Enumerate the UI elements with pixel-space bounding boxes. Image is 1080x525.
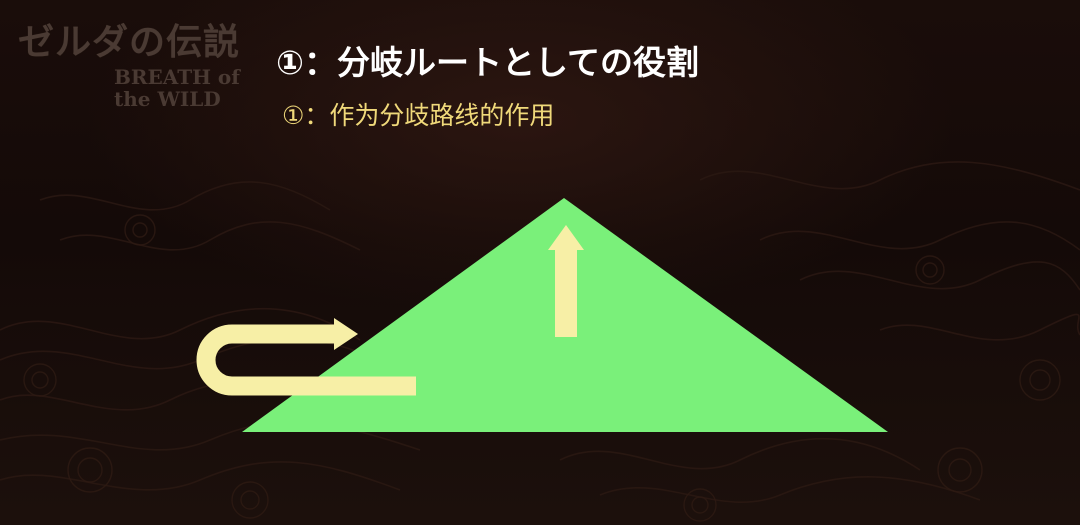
logo-japanese-title: ゼルダの伝説: [18, 21, 241, 63]
up-arrow-icon: [548, 225, 584, 337]
game-logo: ゼルダの伝説 BREATH of the WILD: [18, 21, 258, 110]
u-turn-arrow-icon: [196, 318, 416, 396]
logo-english-subtitle: BREATH of the WILD: [114, 65, 240, 111]
slide-title: ①：分岐ルートとしての役割: [276, 43, 699, 82]
slide-subtitle: ①：作为分歧路线的作用: [282, 101, 555, 130]
